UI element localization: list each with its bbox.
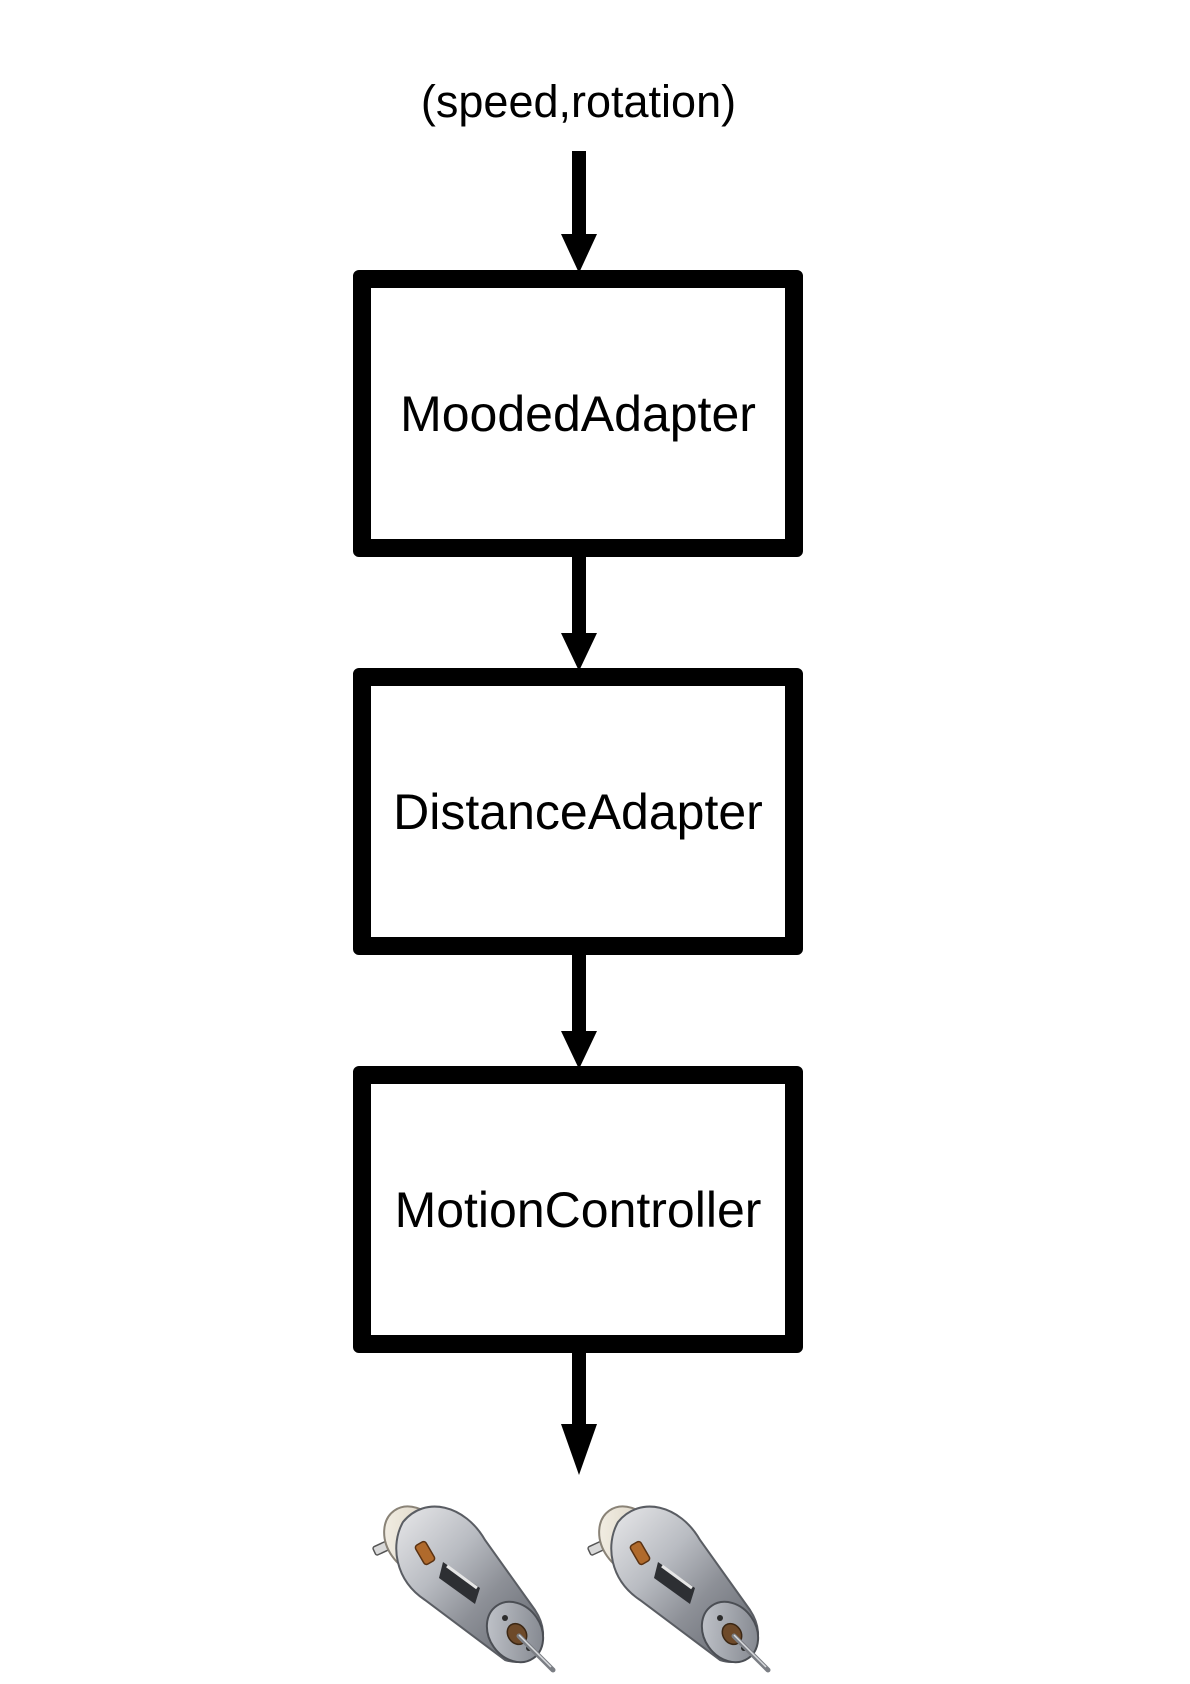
distance-adapter-label: DistanceAdapter xyxy=(393,783,763,840)
arrow-motion-controller-to-motors xyxy=(561,1352,597,1475)
arrow-input-to-mooded-adapter xyxy=(561,151,597,273)
mooded-adapter-block: MoodedAdapter xyxy=(353,270,803,557)
dc-motor-icon xyxy=(586,1494,769,1673)
motion-controller-label: MotionController xyxy=(394,1181,762,1238)
input-signal-label: (speed,rotation) xyxy=(420,76,737,127)
motion-controller-block: MotionController xyxy=(353,1066,803,1353)
mooded-adapter-label: MoodedAdapter xyxy=(400,385,756,442)
dc-motor-icon xyxy=(371,1494,554,1673)
distance-adapter-block: DistanceAdapter xyxy=(353,668,803,955)
arrow-mooded-to-distance-adapter xyxy=(561,556,597,671)
arrow-distance-adapter-to-motion-controller xyxy=(561,954,597,1069)
